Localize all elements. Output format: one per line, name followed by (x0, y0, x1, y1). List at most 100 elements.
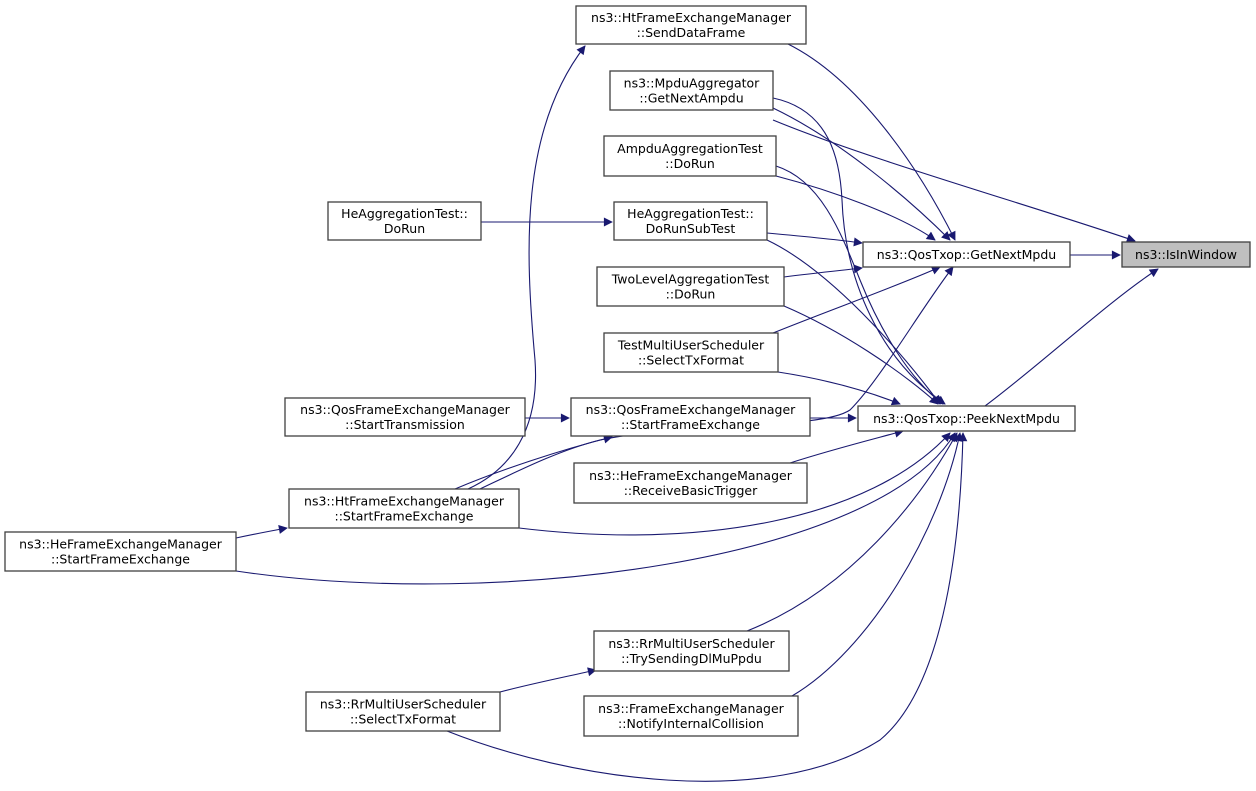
node-box[interactable] (573, 462, 808, 504)
node-box[interactable] (593, 630, 790, 672)
node-htfem-startframeexchange[interactable]: ns3::HtFrameExchangeManager::StartFrameE… (288, 488, 520, 529)
node-label: ns3::MpduAggregator (624, 76, 761, 91)
node-label: ns3::RrMultiUserScheduler (320, 697, 487, 712)
edge-line (446, 432, 968, 782)
edge-line (791, 432, 963, 697)
node-box[interactable] (613, 201, 768, 241)
node-rrmus-trysendingdlmuppdu[interactable]: ns3::RrMultiUserScheduler::TrySendingDlM… (593, 630, 790, 672)
node-box[interactable] (603, 135, 777, 177)
edge-heaggtest-dorunsubtest-to-getnextmpdu (766, 232, 863, 247)
node-box[interactable] (327, 201, 482, 241)
node-box[interactable] (575, 5, 807, 45)
node-label: ns3::QosTxop::PeekNextMpdu (873, 411, 1060, 426)
edge-heaggtest-dorunsubtest-to-peeknextmpdu (766, 239, 941, 405)
node-label: ::TrySendingDlMuPpdu (621, 651, 762, 666)
edge-line (984, 268, 1159, 407)
node-box[interactable] (862, 241, 1071, 268)
edge-line (783, 264, 863, 278)
edge-line (746, 432, 958, 632)
node-box[interactable] (603, 332, 779, 373)
edge-line (454, 434, 613, 490)
node-getnextmpdu[interactable]: ns3::QosTxop::GetNextMpdu (862, 241, 1071, 268)
edge-line (766, 232, 863, 247)
edge-htfem-startframeexchange-to-htfem-senddataframe (467, 45, 586, 490)
node-heaggtest-dorunsubtest[interactable]: HeAggregationTest::DoRunSubTest (613, 201, 768, 241)
edge-line (235, 525, 288, 539)
edge-htfem-senddataframe-to-getnextmpdu (787, 43, 956, 241)
node-label: ::StartTransmission (345, 417, 465, 432)
node-peeknextmpdu[interactable]: ns3::QosTxop::PeekNextMpdu (857, 405, 1076, 432)
node-isinwindow[interactable]: ns3::IsInWindow (1121, 241, 1251, 268)
edge-line (772, 107, 951, 241)
node-box[interactable] (305, 691, 501, 732)
node-rrmus-selecttxformat[interactable]: ns3::RrMultiUserScheduler::SelectTxForma… (305, 691, 501, 732)
nodes-layer: ns3::IsInWindow ns3::QosTxop::GetNextMpdu… (4, 5, 1251, 737)
node-label: ::SelectTxFormat (638, 353, 744, 368)
edge-fem-notifyinternalcollision-to-peeknextmpdu (791, 432, 963, 697)
edge-line (772, 266, 941, 334)
node-ampduaggtest-dorun[interactable]: AmpduAggregationTest::DoRun (603, 135, 777, 177)
node-testmus-selecttxformat[interactable]: TestMultiUserScheduler::SelectTxFormat (603, 332, 779, 373)
node-mpduagg-getnextampdu[interactable]: ns3::MpduAggregator::GetNextAmpdu (609, 70, 774, 111)
edge-htfem-startframeexchange-to-peeknextmpdu (518, 432, 951, 536)
edge-line (783, 305, 939, 405)
node-label: ns3::FrameExchangeManager (598, 701, 784, 716)
edge-line (467, 45, 586, 490)
edge-line (787, 43, 956, 241)
edge-rrmus-trysendingdlmuppdu-to-peeknextmpdu (746, 432, 958, 632)
edges-layer (235, 43, 1159, 782)
edge-rrmus-selecttxformat-to-peeknextmpdu (446, 432, 968, 782)
edge-htfem-startframeexchange-to-qosfem-startframeexchange (454, 434, 613, 490)
edge-twolevelaggtest-dorun-to-getnextmpdu (783, 264, 863, 278)
edge-mpduagg-getnextampdu-to-peeknextmpdu (772, 97, 946, 405)
node-hefem-receivebasictrigger[interactable]: ns3::HeFrameExchangeManager::ReceiveBasi… (573, 462, 808, 504)
node-box[interactable] (570, 397, 811, 437)
edge-peeknextmpdu-to-isinwindow (984, 268, 1159, 407)
edge-hefem-startframeexchange-to-htfem-startframeexchange (235, 525, 288, 539)
node-label: DoRunSubTest (646, 221, 736, 236)
edge-testmus-selecttxformat-to-peeknextmpdu (777, 371, 901, 406)
node-heaggtest-dorun[interactable]: HeAggregationTest::DoRun (327, 201, 482, 241)
edge-line (775, 165, 944, 405)
node-fem-notifyinternalcollision[interactable]: ns3::FrameExchangeManager::NotifyInterna… (583, 695, 799, 737)
node-box[interactable] (583, 695, 799, 737)
node-hefem-startframeexchange[interactable]: ns3::HeFrameExchangeManager::StartFrameE… (4, 531, 237, 572)
node-label: ::ReceiveBasicTrigger (624, 483, 758, 498)
node-htfem-senddataframe[interactable]: ns3::HtFrameExchangeManager::SendDataFra… (575, 5, 807, 45)
node-label: ns3::IsInWindow (1135, 247, 1237, 262)
node-box[interactable] (288, 488, 520, 529)
node-label: ::StartFrameExchange (621, 417, 760, 432)
node-box[interactable] (609, 70, 774, 111)
node-qosfem-starttransmission[interactable]: ns3::QosFrameExchangeManager::StartTrans… (284, 397, 526, 437)
edge-twolevelaggtest-dorun-to-peeknextmpdu (783, 305, 939, 405)
node-label: DoRun (384, 221, 425, 236)
node-box[interactable] (4, 531, 237, 572)
node-label: ns3::HeFrameExchangeManager (19, 537, 223, 552)
edge-mpduagg-getnextampdu-to-getnextmpdu (772, 107, 951, 241)
edge-hefem-receivebasictrigger-to-peeknextmpdu (789, 428, 904, 464)
edge-mpduagg-getnextampdu-to-isinwindow (772, 119, 1136, 243)
node-label: AmpduAggregationTest (617, 141, 763, 156)
node-label: TestMultiUserScheduler (617, 338, 765, 353)
edge-rrmus-selecttxformat-to-rrmus-trysendingdlmuppdu (499, 667, 597, 693)
edge-ampduaggtest-dorun-to-peeknextmpdu (775, 165, 944, 405)
node-twolevelaggtest-dorun[interactable]: TwoLevelAggregationTest::DoRun (596, 266, 785, 307)
node-box[interactable] (596, 266, 785, 307)
edge-line (518, 432, 951, 536)
edge-line (772, 97, 946, 405)
edge-testmus-selecttxformat-to-getnextmpdu (772, 266, 941, 334)
node-label: HeAggregationTest:: (341, 206, 468, 221)
node-box[interactable] (284, 397, 526, 437)
edge-line (772, 119, 1136, 243)
node-label: ns3::HtFrameExchangeManager (591, 10, 792, 25)
edge-line (775, 175, 936, 241)
node-label: HeAggregationTest:: (627, 206, 754, 221)
edge-line (235, 432, 956, 585)
node-box[interactable] (857, 405, 1076, 432)
node-qosfem-startframeexchange[interactable]: ns3::QosFrameExchangeManager::StartFrame… (570, 397, 811, 437)
edge-ampduaggtest-dorun-to-getnextmpdu (775, 175, 936, 241)
node-label: ns3::QosFrameExchangeManager (586, 402, 796, 417)
node-label: ::SendDataFrame (637, 25, 746, 40)
node-box[interactable] (1121, 241, 1251, 268)
